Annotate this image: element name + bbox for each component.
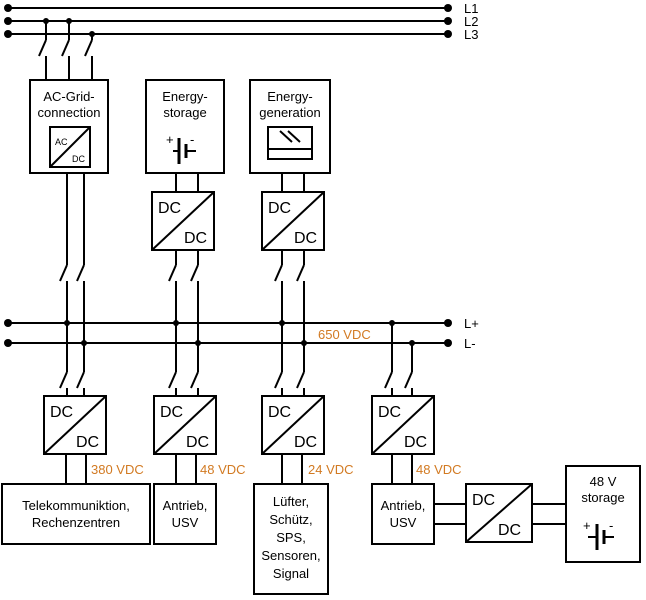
load-2-box bbox=[153, 483, 217, 545]
dc-label: DC bbox=[268, 200, 291, 217]
label-l1: L1 bbox=[464, 1, 478, 16]
load-3-voltage: 24 VDC bbox=[308, 462, 354, 477]
storage48-box bbox=[565, 465, 641, 563]
generation-dc-dc-converter bbox=[261, 191, 325, 251]
load-3-text: Schütz, bbox=[269, 512, 312, 527]
load-3-text: Sensoren, bbox=[261, 548, 320, 563]
dc-label: DC bbox=[76, 434, 99, 451]
label-dc-plus: L+ bbox=[464, 316, 479, 331]
load-3-dc-dc-converter bbox=[261, 395, 325, 455]
ac-icon-label: AC bbox=[55, 137, 68, 147]
load-4-text: Antrieb, bbox=[381, 498, 426, 513]
load-2-text: USV bbox=[172, 515, 199, 530]
label-dc-minus: L- bbox=[464, 336, 476, 351]
load-3-text: Signal bbox=[273, 566, 309, 581]
energy-generation-box bbox=[249, 79, 331, 174]
ac-grid-connection-box bbox=[29, 79, 109, 174]
dc-bus-voltage: 650 VDC bbox=[318, 327, 371, 342]
ac-dc-converter-icon bbox=[49, 126, 91, 168]
storage48-label-2: storage bbox=[581, 490, 624, 505]
load-1-dc-dc-converter bbox=[43, 395, 107, 455]
load-3-text: SPS, bbox=[276, 530, 306, 545]
energy-generation-label-1: Energy- bbox=[267, 89, 313, 104]
dc-label: DC bbox=[268, 404, 291, 421]
dc-icon-label: DC bbox=[72, 154, 85, 164]
dc-label: DC bbox=[158, 200, 181, 217]
label-l3: L3 bbox=[464, 27, 478, 42]
dc-label: DC bbox=[184, 230, 207, 247]
ac-grid-label-1: AC-Grid- bbox=[43, 89, 94, 104]
dc-label: DC bbox=[378, 404, 401, 421]
storage48-plus: + bbox=[583, 518, 591, 533]
load-2-dc-dc-converter bbox=[153, 395, 217, 455]
storage-dc-dc-converter bbox=[151, 191, 215, 251]
load-1-text: Rechenzentren bbox=[32, 515, 120, 530]
ac-grid-label-2: connection bbox=[38, 105, 101, 120]
load-3-text: Lüfter, bbox=[273, 494, 309, 509]
load-2-voltage: 48 VDC bbox=[200, 462, 246, 477]
energy-generation-label-2: generation bbox=[259, 105, 320, 120]
load-4-dc-dc-converter bbox=[371, 395, 435, 455]
energy-storage-label-1: Energy- bbox=[162, 89, 208, 104]
storage48-dc-dc-converter bbox=[465, 483, 533, 543]
dc-label: DC bbox=[404, 434, 427, 451]
load-1-text: Telekommuniktion, bbox=[22, 498, 130, 513]
dc-label: DC bbox=[186, 434, 209, 451]
load-1-voltage: 380 VDC bbox=[91, 462, 144, 477]
load-4-voltage: 48 VDC bbox=[416, 462, 462, 477]
battery-plus: + bbox=[166, 132, 174, 147]
dc-label: DC bbox=[294, 434, 317, 451]
load-1-box bbox=[1, 483, 151, 545]
pv-panel-icon bbox=[267, 126, 313, 160]
label-l2: L2 bbox=[464, 14, 478, 29]
dc-label: DC bbox=[498, 522, 521, 539]
dc-label: DC bbox=[160, 404, 183, 421]
dc-label: DC bbox=[50, 404, 73, 421]
battery-minus: - bbox=[190, 132, 194, 147]
energy-storage-label-2: storage bbox=[163, 105, 206, 120]
load-3-box bbox=[253, 483, 329, 595]
storage48-label-1: 48 V bbox=[590, 474, 617, 489]
energy-storage-box bbox=[145, 79, 225, 174]
load-2-text: Antrieb, bbox=[163, 498, 208, 513]
junction-dots bbox=[4, 4, 452, 347]
storage48-minus: - bbox=[609, 518, 613, 533]
dc-label: DC bbox=[294, 230, 317, 247]
dc-label: DC bbox=[472, 492, 495, 509]
load-4-text: USV bbox=[390, 515, 417, 530]
load-4-box bbox=[371, 483, 435, 545]
